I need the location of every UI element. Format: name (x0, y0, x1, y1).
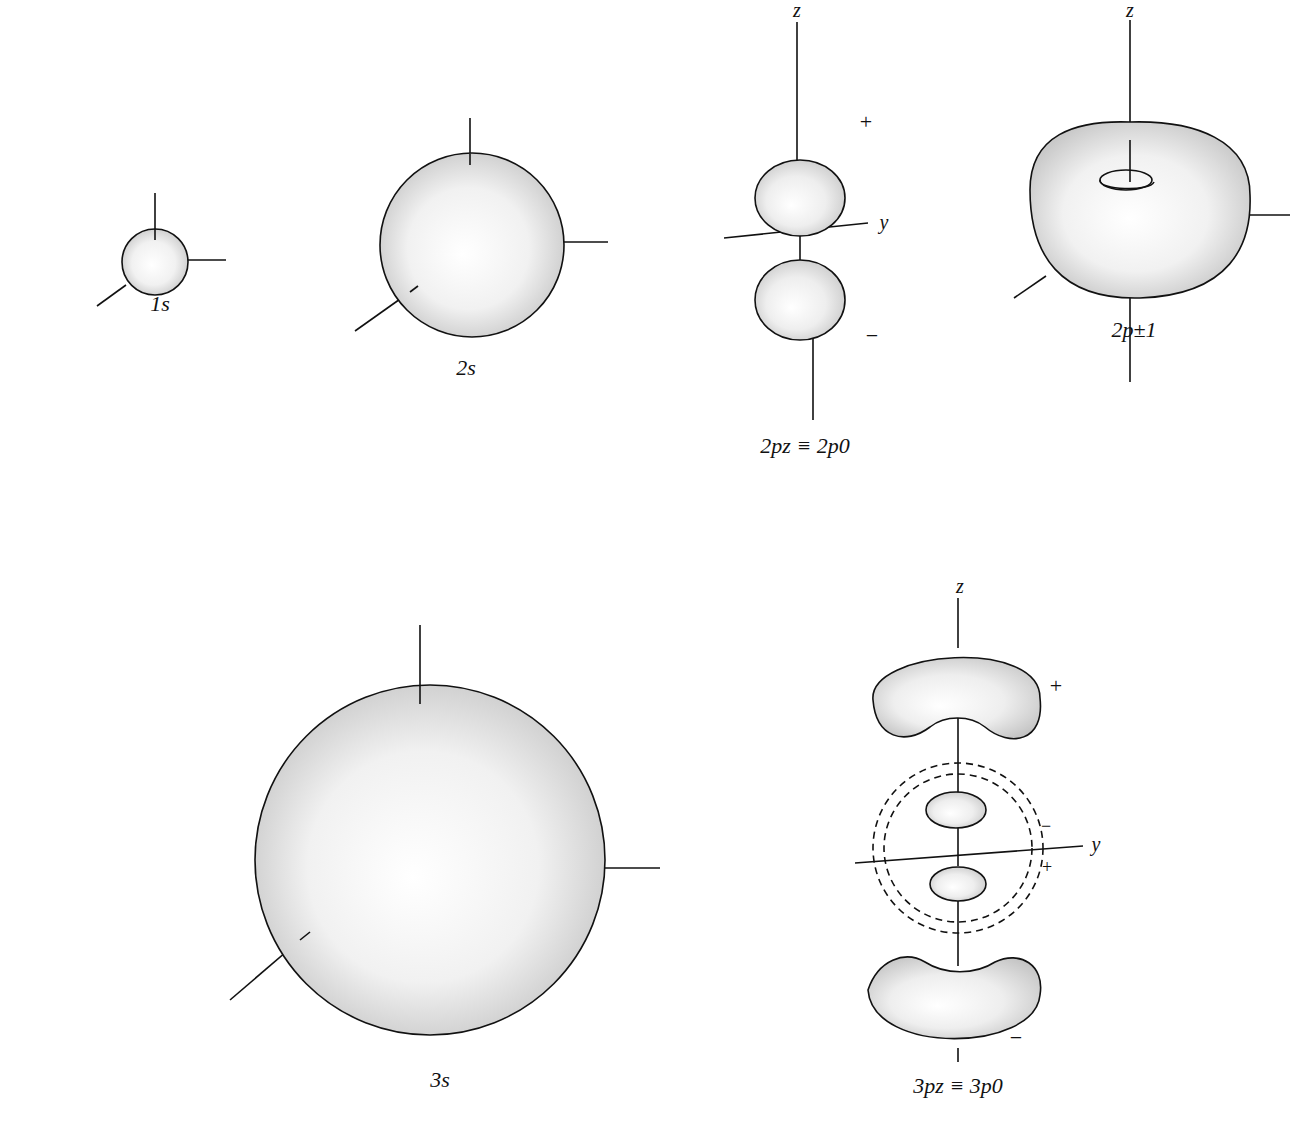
orbital-1s (97, 193, 226, 306)
orbital-3s (230, 625, 660, 1035)
sign-label: − (1041, 817, 1051, 835)
sign-label: − (1010, 1027, 1022, 1049)
orbital-3pz (855, 598, 1083, 1062)
sign-label: + (1042, 858, 1052, 876)
axis-label: y (880, 212, 889, 232)
sign-label: + (860, 111, 872, 133)
orbital-label: 2p±1 (1111, 319, 1156, 341)
orbital-label: 2pz ≡ 2p0 (760, 435, 849, 457)
orbital-label: 1s (150, 293, 170, 315)
sign-label: + (1050, 675, 1062, 697)
sign-label: − (866, 325, 878, 347)
orbital-2s (355, 118, 608, 337)
orbital-label: 2s (456, 357, 476, 379)
axis-label: z (793, 0, 801, 20)
axis-label: y (1092, 834, 1101, 854)
orbital-2pz (724, 22, 868, 420)
axis-label: z (956, 576, 964, 596)
axis-label: z (1126, 0, 1134, 20)
orbital-label: 3s (430, 1069, 450, 1091)
orbital-2p-pm1 (1014, 20, 1290, 382)
orbital-label: 3pz ≡ 3p0 (913, 1075, 1002, 1097)
